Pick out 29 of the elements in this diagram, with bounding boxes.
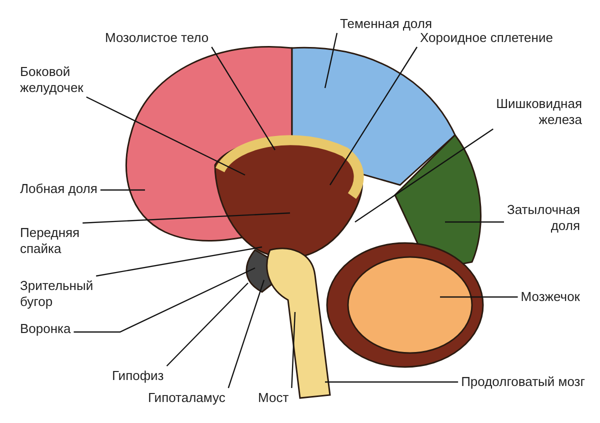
leader-line	[74, 267, 256, 333]
part-label: Мозолистое тело	[105, 30, 209, 45]
part-label: Хороидное сплетение	[420, 30, 553, 45]
leader-line	[228, 280, 265, 388]
leader-line	[354, 128, 494, 222]
part-label: Гипоталамус	[148, 390, 226, 405]
leader-line	[166, 282, 248, 366]
part-label: Мост	[258, 390, 289, 405]
part-label: Шишковидная железа	[496, 96, 582, 127]
part-label: Продолговатый мозг	[461, 374, 585, 389]
part-label: Передняя спайка	[20, 225, 80, 256]
leader-line	[440, 296, 518, 298]
leader-line	[82, 212, 290, 224]
part-label: Зрительный бугор	[20, 278, 94, 309]
part-label: Воронка	[20, 321, 71, 336]
leader-line	[445, 221, 504, 223]
leader-line	[100, 189, 145, 191]
leader-line	[330, 46, 418, 186]
leader-line	[291, 312, 296, 388]
part-label: Затылочная доля	[507, 202, 580, 233]
leader-line	[324, 32, 338, 88]
part-label: Гипофиз	[112, 368, 164, 383]
part-label: Теменная доля	[340, 16, 432, 31]
part-label: Мозжечок	[520, 289, 580, 304]
leader-line	[86, 96, 246, 176]
part-label: Боковой желудочек	[20, 64, 84, 95]
part-label: Лобная доля	[20, 181, 98, 196]
leader-line	[325, 381, 458, 383]
leader-line	[96, 246, 262, 277]
